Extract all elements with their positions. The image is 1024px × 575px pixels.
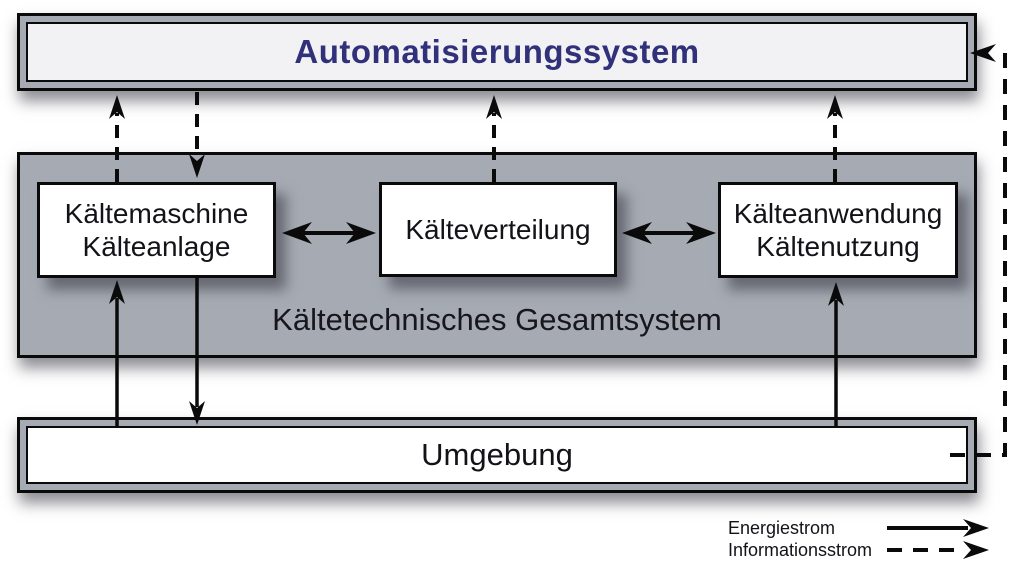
automation-system-panel: Automatisierungssystem [26,22,968,82]
environment-panel: Umgebung [26,426,968,484]
legend-information-label: Informationsstrom [728,540,873,560]
distribution-node-label: Kälteverteilung [405,214,591,245]
legend-energy-arrow [887,519,989,537]
application-node: Kälteanwendung Kältenutzung [718,182,958,278]
environment-box: Umgebung [17,417,977,493]
diagram-title: Automatisierungssystem [294,33,700,70]
application-node-line1: Kälteanwendung [733,198,943,229]
distribution-node: Kälteverteilung [379,182,617,277]
application-node-line2: Kältenutzung [756,231,920,262]
overall-system-label: Kältetechnisches Gesamtsystem [272,302,722,337]
machine-node-line1: Kältemaschine [64,198,249,229]
machine-node-line2: Kälteanlage [82,231,231,262]
machine-node: Kältemaschine Kälteanlage [37,182,276,278]
legend-energy-label: Energiestrom [728,518,836,538]
environment-label: Umgebung [421,437,573,472]
automation-system-box: Automatisierungssystem [17,13,977,91]
legend-information-arrow [887,541,989,559]
